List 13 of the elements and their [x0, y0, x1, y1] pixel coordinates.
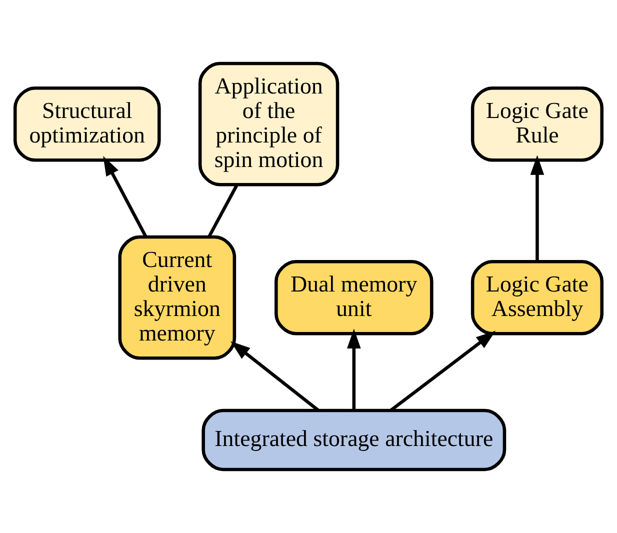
node-box: Integrated storage architecture: [202, 408, 506, 472]
node-box: Structural optimization: [13, 86, 161, 162]
arrow: [390, 330, 496, 412]
connector: [208, 184, 239, 238]
arrow: [103, 156, 148, 238]
arrow: [530, 155, 544, 262]
node-box: Application of the principle of spin motion: [198, 62, 340, 186]
arrow: [230, 341, 320, 412]
node-box: Dual memory unit: [274, 260, 434, 336]
node-box: Logic Gate Rule: [470, 86, 604, 162]
node-box: Current driven skyrmion memory: [118, 235, 236, 360]
node-box: Logic Gate Assembly: [470, 260, 604, 336]
arrow: [347, 328, 361, 410]
